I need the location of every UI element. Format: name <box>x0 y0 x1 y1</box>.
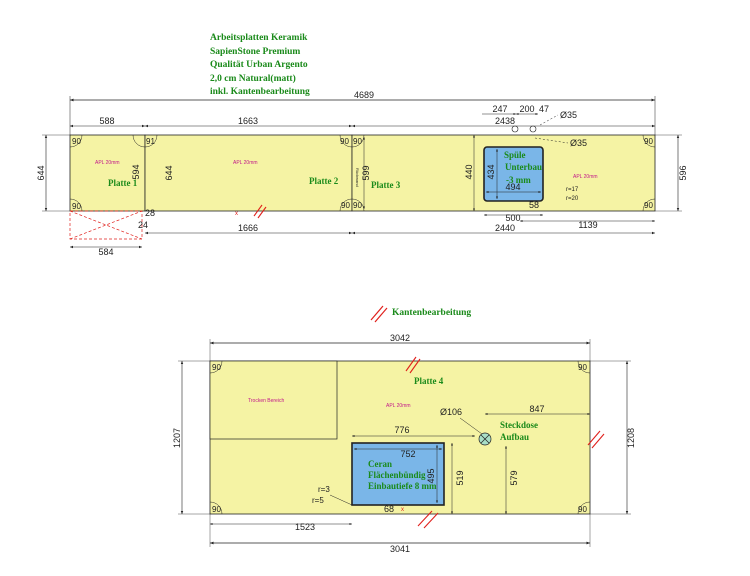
angle-label: 90 <box>72 202 81 211</box>
sink-radius-2: r=20 <box>566 196 579 202</box>
tap-hole-icon <box>511 125 519 133</box>
dim-plate4-top: 3042 <box>390 333 410 343</box>
dim-sink-edge: 58 <box>529 200 539 210</box>
dim-sink-offset-edge: 1139 <box>578 220 597 230</box>
dim-tap-200: 200 <box>519 104 534 114</box>
dim-plate3-depth: 599 <box>361 165 371 180</box>
dim-plate1-bottom: 584 <box>98 247 113 257</box>
dim-plate3-top: 2438 <box>495 116 515 126</box>
sink-label-2: Unterbau <box>505 162 542 172</box>
dim-tap-47: 47 <box>539 104 549 114</box>
angle-label: 90 <box>212 505 221 514</box>
spec-line-brand: SapienStone Premium <box>210 46 301 57</box>
dim-overall: 4689 <box>354 90 374 100</box>
plate-1-label: Platte 1 <box>108 178 138 188</box>
plate-1-material: APL 20mm <box>95 160 120 166</box>
dim-sink-offset-right: 500 <box>505 213 520 223</box>
edge-mark <box>405 356 605 529</box>
dim-hob-offset-left: 1523 <box>295 522 315 532</box>
tap-hole-icon <box>529 125 537 133</box>
plate-3-material: APL 20mm <box>573 174 598 180</box>
dim-tap-247: 247 <box>492 104 507 114</box>
dim-plate4-bottom: 3041 <box>390 544 410 554</box>
plate-2-material: APL 20mm <box>233 160 258 166</box>
tap-diameter-1: Ø35 <box>560 110 577 120</box>
hob-label-3: Einbautiefe 8 mm <box>368 481 437 491</box>
dim-plate2-depth: 644 <box>164 165 174 180</box>
angle-label: 91 <box>146 137 155 146</box>
dim-socket-offset-right: 847 <box>529 404 544 414</box>
angle-label: 90 <box>341 201 350 210</box>
dim-plate2-bottom: 1666 <box>238 223 258 233</box>
hob-label-1: Ceran <box>368 459 392 469</box>
sink-label-1: Spüle <box>504 150 526 160</box>
dim-small-28: 28 <box>145 208 155 218</box>
dim-sink-offset-top: 440 <box>464 164 474 179</box>
plate-2 <box>144 134 353 212</box>
dim-small-24: 24 <box>138 220 148 230</box>
spec-line-thickness: 2,0 cm Natural(matt) <box>210 73 296 84</box>
dim-sink-depth: 434 <box>486 164 496 179</box>
dim-depth-left: 644 <box>36 165 46 180</box>
corner-angle-markers <box>209 360 591 515</box>
dim-plate4-right: 1208 <box>626 428 636 448</box>
spec-line-material: Arbeitsplatten Keramik <box>210 33 308 43</box>
corner-angle-markers <box>69 134 656 212</box>
plate-4-label: Platte 4 <box>414 376 444 386</box>
dim-hob-width: 752 <box>400 449 415 459</box>
dim-plate2-top: 1663 <box>238 116 258 126</box>
dim-hob-depth: 495 <box>426 468 436 483</box>
edge-mark <box>253 204 267 219</box>
hob-cutout <box>351 442 445 506</box>
angle-label: 90 <box>578 505 587 514</box>
angle-label: 90 <box>353 137 362 146</box>
sink-cutout <box>483 146 544 202</box>
dim-hob-offset-top: 776 <box>394 425 409 435</box>
dim-plate1-depth-right: 594 <box>131 164 141 179</box>
spec-line-quality: Qualität Urban Argento <box>210 60 308 71</box>
dim-hob-offset-bottom: 519 <box>455 470 465 485</box>
dim-depth-right: 596 <box>678 165 688 180</box>
angle-label: 90 <box>578 363 587 372</box>
spec-line-edges: inkl. Kantenbearbeitung <box>210 87 310 98</box>
edge-x-mark: x <box>235 211 238 217</box>
spec-header: Arbeitsplatten Keramik SapienStone Premi… <box>210 32 310 100</box>
angle-label: 90 <box>644 201 653 210</box>
cutout-area <box>69 210 143 240</box>
dry-zone <box>209 360 338 440</box>
edge-legend-mark <box>370 305 388 323</box>
plate-2-label: Platte 2 <box>309 176 339 186</box>
sink-label-3: -3 mm <box>506 175 531 185</box>
hob-radius-2: r=5 <box>312 496 324 505</box>
socket-label-1: Steckdose <box>500 420 538 430</box>
angle-label: 90 <box>212 363 221 372</box>
edge-x-mark: x <box>401 507 404 513</box>
dim-plate1-top: 588 <box>99 116 114 126</box>
socket-diameter: Ø106 <box>440 407 462 417</box>
dim-plate3-bottom: 2440 <box>495 223 515 233</box>
dry-zone-label: Trocken Bereich <box>248 398 284 404</box>
angle-label: 90 <box>72 137 81 146</box>
plate-3-label: Platte 3 <box>371 180 401 190</box>
hob-radius-1: r=3 <box>318 485 330 494</box>
socket-label-2: Aufbau <box>500 432 529 442</box>
dim-hob-edge: 68 <box>384 504 394 514</box>
angle-label: 90 <box>340 137 349 146</box>
edge-legend-label: Kantenbearbeitung <box>392 308 472 318</box>
plate-1 <box>69 134 146 212</box>
plate-4-material: APL 20mm <box>386 403 411 409</box>
sink-radius-1: r=17 <box>566 187 579 193</box>
angle-label: 90 <box>644 137 653 146</box>
angle-label: 90 <box>353 201 362 210</box>
dim-socket-offset-bottom: 579 <box>509 470 519 485</box>
hob-label-2: Flächenbündig <box>368 470 426 480</box>
dim-sink-width: 494 <box>505 182 520 192</box>
tap-diameter-2: Ø35 <box>570 138 587 148</box>
dim-plate4-left: 1207 <box>172 428 182 448</box>
backwall-note: Rückwand <box>355 168 360 187</box>
